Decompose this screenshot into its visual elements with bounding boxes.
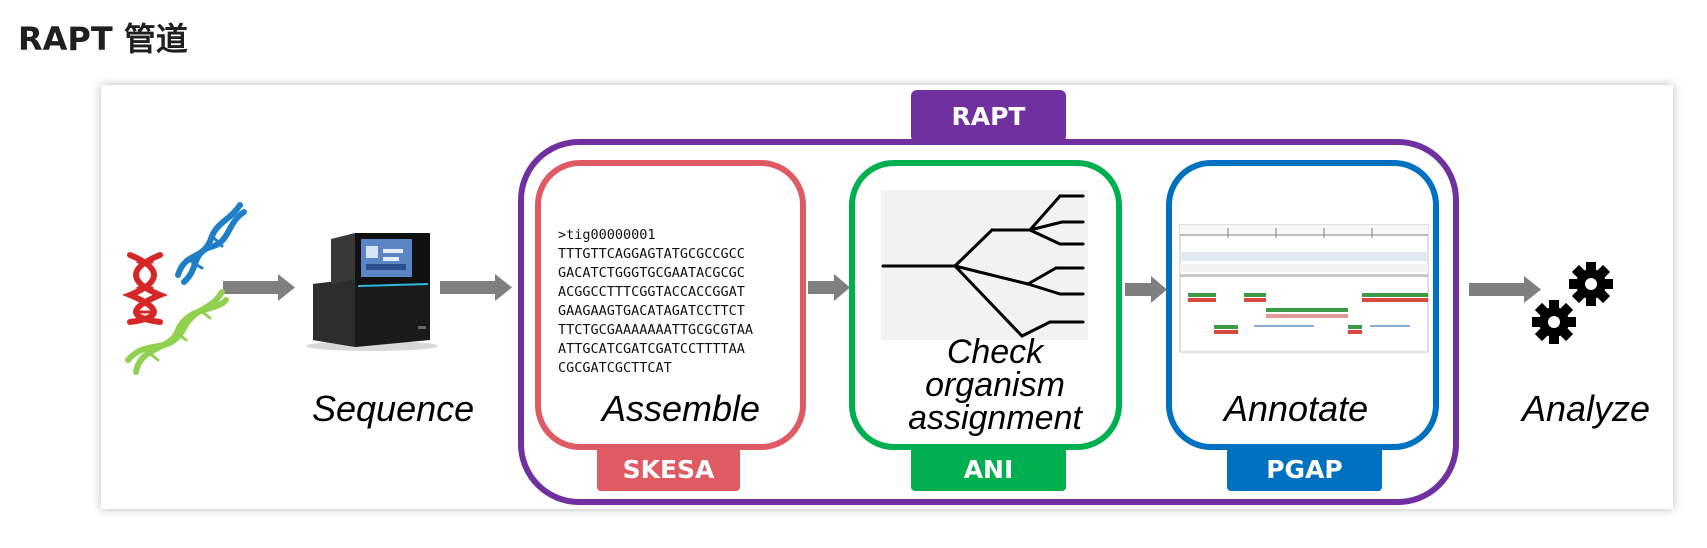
dna-icon — [122, 202, 247, 375]
arrow-4 — [1125, 276, 1167, 303]
step-check-line: Check — [946, 333, 1044, 371]
sequence-line: >tig00000001 — [558, 227, 656, 243]
sequence-line: CGCGATCGCTTCAT — [558, 360, 672, 376]
sequencer-icon — [306, 233, 438, 351]
assembly-sequence: >tig00000001 TTTGTTCAGGAGTATGCGCCGCC GAC… — [558, 226, 753, 378]
step-check-label: Check organism assignment — [900, 333, 1090, 437]
arrow-3 — [808, 274, 850, 301]
gears-icon — [1532, 262, 1613, 344]
sequence-line: ACGGCCTTTCGGTACCACCGGAT — [558, 284, 745, 300]
arrow-2 — [440, 274, 512, 301]
sequence-line: GAAGAAGTGACATAGATCCTTCT — [558, 303, 745, 319]
arrow-1 — [223, 274, 295, 301]
step-sequence-label: Sequence — [312, 388, 475, 429]
step-annotate-label: Annotate — [1224, 388, 1369, 429]
rapt-label: RAPT — [911, 90, 1066, 142]
arrow-5 — [1469, 276, 1541, 303]
phylogenetic-tree-icon — [881, 190, 1088, 340]
step-check-line: assignment — [908, 399, 1082, 437]
skesa-label: SKESA — [597, 447, 740, 491]
genome-browser-icon — [1179, 224, 1429, 353]
sequence-line: ATTGCATCGATCGATCCTTTTAA — [558, 341, 745, 357]
step-analyze-label: Analyze — [1522, 388, 1651, 429]
pgap-label: PGAP — [1227, 447, 1382, 491]
ani-label: ANI — [911, 447, 1066, 491]
step-check-line: organism — [925, 366, 1065, 404]
sequence-line: GACATCTGGGTGCGAATACGCGC — [558, 265, 745, 281]
sequence-line: TTTGTTCAGGAGTATGCGCCGCC — [558, 246, 745, 262]
rapt-frame — [518, 139, 1459, 505]
step-assemble-label: Assemble — [602, 388, 761, 429]
sequence-line: TTCTGCGAAAAAAATTGCGCGTAA — [558, 322, 754, 338]
page-title: RAPT 管道 — [18, 20, 188, 58]
